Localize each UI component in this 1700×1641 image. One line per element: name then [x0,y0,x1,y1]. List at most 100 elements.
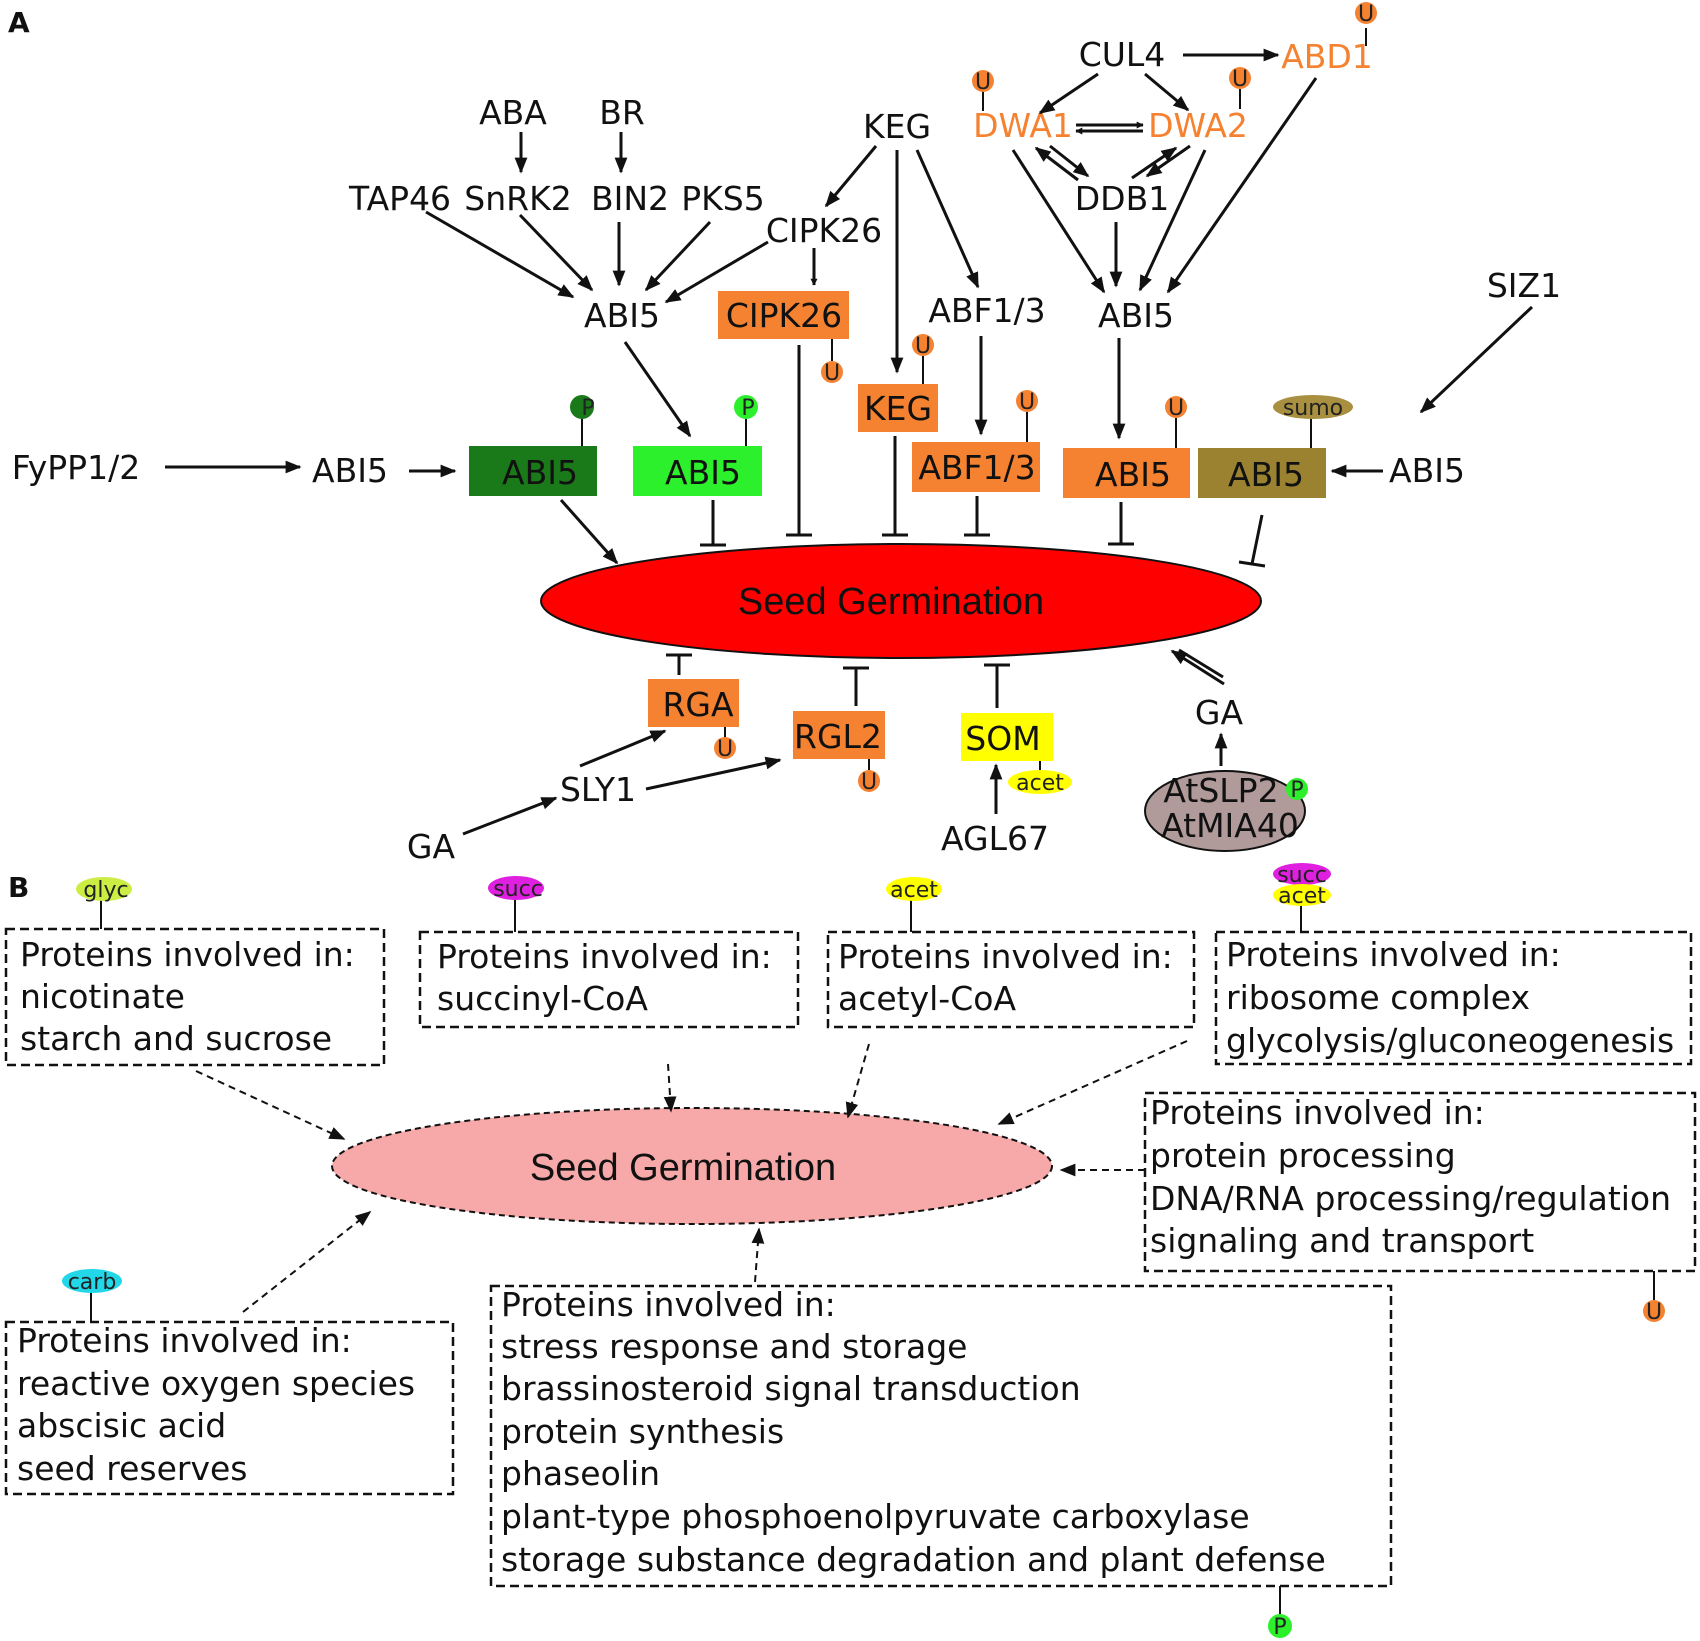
svg-text:DNA/RNA processing/regulation: DNA/RNA processing/regulation [1150,1179,1671,1218]
ubiquitin-icon: U [821,339,843,386]
svg-text:sumo: sumo [1283,396,1343,421]
svg-text:phaseolin: phaseolin [501,1454,660,1493]
svg-text:Proteins involved in:: Proteins involved in: [20,935,355,974]
svg-text:stress response and storage: stress response and storage [501,1327,967,1366]
svg-text:Proteins involved in:: Proteins involved in: [1226,935,1561,974]
svg-text:P: P [581,396,594,421]
panel-b-label: B [8,871,29,904]
carbonyl-icon: carb [62,1269,122,1322]
som-box: SOM [961,713,1053,761]
rga-box: RGA [648,679,739,727]
acetyl-icon: acet [886,877,942,932]
svg-text:AtSLP2: AtSLP2 [1163,771,1278,810]
phosphate-icon: P [1268,1586,1292,1640]
svg-text:RGA: RGA [662,685,734,724]
svg-text:U: U [824,361,840,386]
cipk26-node: CIPK26 [766,211,882,250]
cul4-node: CUL4 [1079,35,1166,74]
panel-b-box-outlines [4,927,1697,1588]
svg-text:Seed Germination: Seed Germination [530,1147,836,1189]
abi5-sumo-box: ABI5 [1198,448,1326,498]
aba-node: ABA [479,93,547,132]
svg-text:AtMIA40: AtMIA40 [1161,806,1299,845]
svg-text:RGL2: RGL2 [794,717,882,756]
svg-text:U: U [1232,67,1248,92]
panel-a-modifications: U U U U U U U P P sumo U U acet P [570,2,1377,803]
abf13-box: ABF1/3 [912,442,1040,492]
svg-text:brassinosteroid signal transdu: brassinosteroid signal transduction [501,1369,1081,1408]
keg-node: KEG [863,107,931,146]
svg-text:CIPK26: CIPK26 [726,296,842,335]
svg-text:ribosome complex: ribosome complex [1226,978,1530,1017]
svg-text:ABI5: ABI5 [1228,455,1304,494]
svg-text:SOM: SOM [965,719,1040,758]
snrk2-node: SnRK2 [464,179,571,218]
svg-text:Proteins involved in:: Proteins involved in: [437,937,772,976]
svg-text:acet: acet [1016,771,1064,796]
rgl2-box: RGL2 [793,711,885,759]
seed-germination-ellipse-b: Seed Germination [331,1107,1053,1225]
ubiquitin-icon: U [1165,396,1187,448]
svg-text:U: U [1358,2,1374,27]
dwa1-node: DWA1 [973,106,1073,145]
br-node: BR [599,93,645,132]
ga-left-node: GA [407,827,456,866]
panel-b-modifications: glyc succ acet succ acet carb U P [62,863,1665,1640]
ubiquitin-icon: U [858,759,880,795]
bin2-node: BIN2 [591,179,669,218]
acetyl-icon: acet [1008,761,1072,796]
svg-text:P: P [1290,778,1303,803]
svg-text:glyc: glyc [83,878,128,903]
abd1-node: ABD1 [1281,37,1373,76]
atslp2-atmia40-ellipse: AtSLP2 AtMIA40 [1144,770,1306,852]
siz1-node: SIZ1 [1487,266,1561,305]
ubiquitin-icon: U [1355,2,1377,46]
phosphate-icon: P [1286,778,1308,803]
panel-a-label: A [8,6,30,39]
panel-a-arrows [165,48,1534,836]
abi5-phospho-light-box: ABI5 [633,446,762,496]
box-acetyl: Proteins involved in: acetyl-CoA [838,937,1173,1018]
svg-text:abscisic acid: abscisic acid [17,1406,226,1445]
keg-box: KEG [858,384,938,432]
svg-text:U: U [975,70,991,95]
box-ros: Proteins involved in: reactive oxygen sp… [17,1321,415,1488]
succinyl-acetyl-icon: succ acet [1273,863,1331,932]
svg-text:acetyl-CoA: acetyl-CoA [838,979,1016,1018]
svg-text:succ: succ [1277,863,1327,888]
abi5-right-node: ABI5 [1098,296,1174,335]
abi5-left-node: ABI5 [584,296,660,335]
sly1-node: SLY1 [560,770,636,809]
svg-text:KEG: KEG [864,389,932,428]
svg-text:protein processing: protein processing [1150,1136,1456,1175]
abi5-mid-node: ABI5 [312,451,388,490]
svg-text:acet: acet [1278,884,1326,909]
ubiquitin-icon: U [912,334,934,384]
svg-text:P: P [741,396,754,421]
ubiquitin-icon: U [972,70,994,111]
glycosylation-icon: glyc [76,877,132,929]
box-ribosome: Proteins involved in: ribosome complex g… [1226,935,1674,1060]
svg-text:seed reserves: seed reserves [17,1449,247,1488]
pks5-node: PKS5 [681,179,764,218]
svg-text:Proteins involved in:: Proteins involved in: [17,1321,352,1360]
svg-text:nicotinate: nicotinate [20,977,185,1016]
succinyl-icon: succ [488,876,544,932]
svg-text:ABF1/3: ABF1/3 [918,448,1035,487]
svg-text:Proteins involved in:: Proteins involved in: [838,937,1173,976]
abi5-siz-node: ABI5 [1389,451,1465,490]
ddb1-node: DDB1 [1075,179,1169,218]
panel-b-arrows [195,1040,1188,1313]
box-nicotinate: Proteins involved in: nicotinate starch … [20,935,355,1058]
abf13-node: ABF1/3 [928,291,1045,330]
abi5-ubiquitin-box: ABI5 [1063,448,1190,498]
svg-text:acet: acet [890,878,938,903]
ga-right-node: GA [1195,693,1244,732]
cipk26-box: CIPK26 [718,291,849,339]
panel-a-inhibitions [666,345,1266,708]
sumo-icon: sumo [1273,395,1353,448]
svg-text:ABI5: ABI5 [502,453,578,492]
svg-text:protein synthesis: protein synthesis [501,1412,784,1451]
svg-text:P: P [1273,1615,1286,1640]
svg-text:carb: carb [68,1270,117,1295]
